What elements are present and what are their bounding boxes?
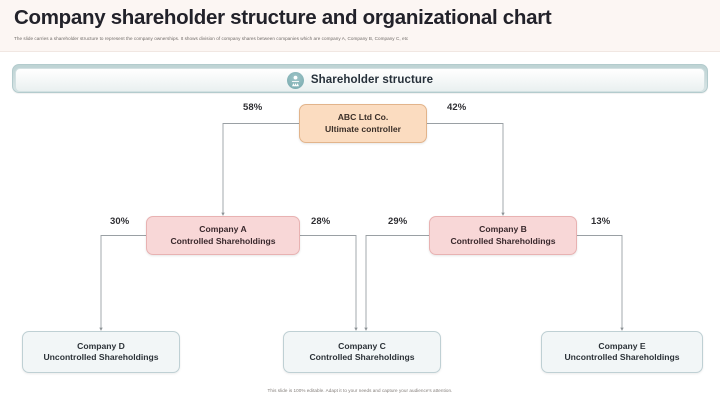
node-company-e-line1: Company E: [598, 340, 646, 351]
title-band: [0, 0, 720, 52]
section-header-bar[interactable]: Shareholder structure: [15, 68, 705, 92]
footer-note: This slide is 100% editable. Adapt it to…: [267, 388, 453, 393]
edge-label-abc-to-company-a: 58%: [243, 102, 263, 113]
node-company-a[interactable]: Company A Controlled Shareholdings: [146, 216, 300, 255]
page-subtitle: The slide carries a shareholder structur…: [14, 36, 409, 41]
node-company-b-line1: Company B: [479, 224, 527, 234]
node-abc-line1: ABC Ltd Co.: [337, 112, 389, 122]
section-title: Shareholder structure: [310, 74, 434, 86]
node-company-d-line2: Uncontrolled Shareholdings: [43, 352, 159, 362]
section-header-content: Shareholder structure: [286, 71, 434, 89]
node-abc-ltd-co[interactable]: ABC Ltd Co. Ultimate controller: [299, 104, 427, 143]
node-company-b-line2: Controlled Shareholdings: [450, 235, 556, 246]
page-title: Company shareholder structure and organi…: [14, 6, 552, 29]
node-company-e-line2: Uncontrolled Shareholdings: [564, 352, 680, 362]
edge-label-company-a-to-company-d: 30%: [110, 216, 130, 227]
edge-label-company-b-to-company-c: 29%: [388, 216, 408, 227]
node-company-a-line1: Company A: [199, 224, 247, 234]
node-company-a-line2: Controlled Shareholdings: [170, 235, 276, 246]
edge-label-abc-to-company-b: 42%: [447, 102, 467, 113]
node-company-c-line2: Controlled Shareholdings: [309, 352, 415, 362]
node-abc-line2: Ultimate controller: [325, 123, 401, 134]
shareholder-group-icon: [286, 71, 304, 89]
node-company-b[interactable]: Company B Controlled Shareholdings: [429, 216, 577, 255]
node-company-e[interactable]: Company E Uncontrolled Shareholdings: [541, 331, 703, 373]
node-company-c[interactable]: Company C Controlled Shareholdings: [283, 331, 441, 373]
edge-label-company-a-to-company-c: 28%: [311, 216, 331, 227]
node-company-d[interactable]: Company D Uncontrolled Shareholdings: [22, 331, 180, 373]
node-company-d-line1: Company D: [77, 340, 125, 351]
node-company-c-line1: Company C: [338, 340, 386, 351]
edge-label-company-b-to-company-e: 13%: [591, 216, 611, 227]
connector-lines: [99, 123, 624, 331]
org-chart: ABC Ltd Co. Ultimate controller Company …: [0, 96, 720, 386]
